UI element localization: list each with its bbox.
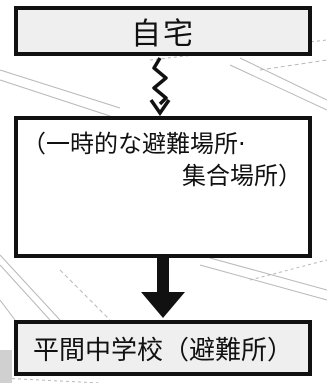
school-label: 平間中学校（避難所） [32, 335, 293, 366]
temporary-evacuation-box: （一時的な避難場所· 集合場所） [14, 116, 312, 258]
temporary-label-line2: 集合場所） [182, 162, 302, 190]
arrow-head [141, 292, 185, 318]
temporary-label-line1: （一時的な避難場所· [22, 130, 246, 158]
home-box: 自宅 [14, 6, 312, 56]
zigzag-arrowhead [149, 99, 171, 116]
thick-arrow-connector [141, 258, 185, 318]
zigzag-line [152, 57, 168, 106]
zigzag-arrow-connector [149, 57, 171, 116]
arrow-shaft [157, 258, 169, 294]
home-label: 自宅 [131, 17, 195, 52]
school-shelter-box: 平間中学校（避難所） [14, 320, 312, 376]
